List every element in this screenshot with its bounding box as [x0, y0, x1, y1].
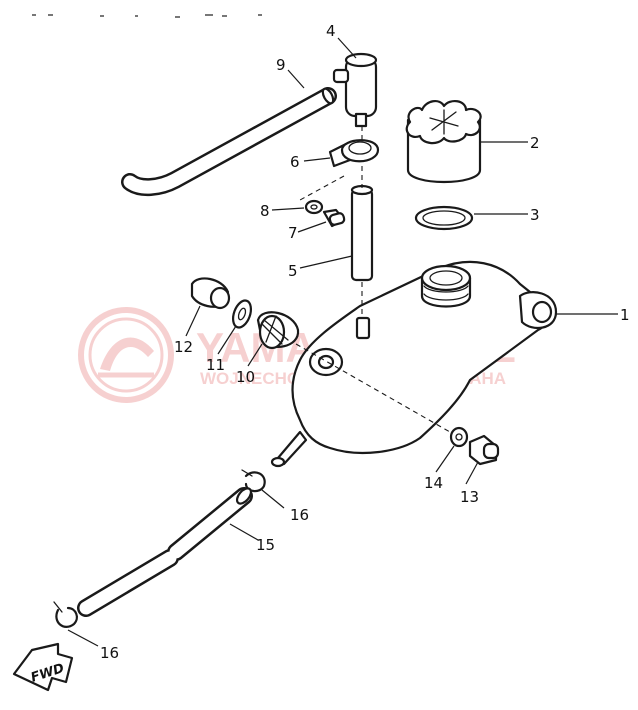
- hose-upper: [121, 87, 337, 196]
- forward-arrow-icon: FWD: [12, 642, 74, 692]
- callout-3: 3: [530, 206, 540, 224]
- hose-lower: [77, 487, 253, 617]
- callout-5: 5: [288, 262, 298, 280]
- callout-10: 10: [236, 368, 255, 386]
- assembly-lines: [295, 126, 451, 433]
- mount-bolt: [468, 434, 500, 466]
- callout-labels: 1 2 3 4 5 6 7 8 9 10 11 12 13 14 15 16 1…: [100, 22, 630, 662]
- callout-13: 13: [460, 488, 479, 506]
- drain-nut: [190, 277, 231, 310]
- scan-header-marks: [32, 14, 262, 18]
- mount-washer: [449, 426, 469, 448]
- callout-11: 11: [206, 356, 225, 374]
- callout-8: 8: [260, 202, 270, 220]
- callout-7: 7: [288, 224, 298, 242]
- callout-9: 9: [276, 56, 286, 74]
- callout-2: 2: [530, 134, 540, 152]
- callout-15: 15: [256, 536, 275, 554]
- drain-washer: [231, 299, 253, 329]
- rubber-grommet: [256, 311, 300, 350]
- bolt-small: [322, 208, 346, 228]
- vent-pipe: [350, 184, 374, 282]
- washer-small: [304, 199, 324, 215]
- callout-12: 12: [174, 338, 193, 356]
- fuel-cap: [405, 100, 482, 184]
- hose-clip-lower: [53, 601, 78, 628]
- callout-6: 6: [290, 153, 300, 171]
- callout-16-upper: 16: [290, 506, 309, 524]
- callout-1: 1: [620, 306, 630, 324]
- watermark-logo: [78, 307, 174, 403]
- leader-lines: [67, 37, 618, 647]
- callout-14: 14: [424, 474, 443, 492]
- fuel-tank: [270, 260, 558, 468]
- callout-16-lower: 16: [100, 644, 119, 662]
- callout-4: 4: [326, 22, 336, 40]
- cap-o-ring: [414, 205, 474, 231]
- hose-clamp: [328, 139, 380, 168]
- fuel-valve: [332, 52, 378, 128]
